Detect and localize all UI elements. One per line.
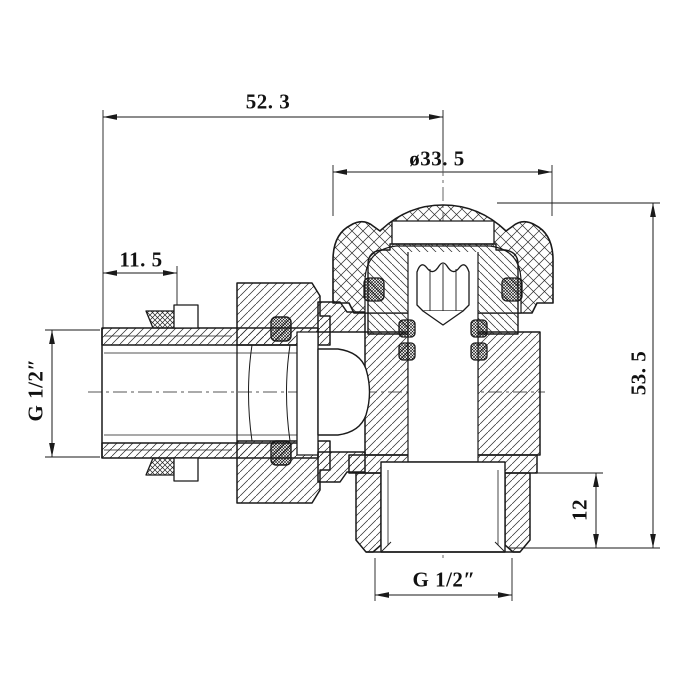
stem-oring-right-1 bbox=[470, 319, 488, 338]
dim-label-hex-height: 12 bbox=[567, 499, 592, 521]
dim-label-overall-width: 52. 3 bbox=[245, 89, 291, 114]
valve-section bbox=[101, 204, 554, 553]
dim-label-overall-height: 53. 5 bbox=[626, 350, 651, 396]
compression-ring bbox=[145, 304, 199, 482]
inlet-nose bbox=[317, 348, 371, 436]
cap-skirt-oring-right bbox=[501, 277, 523, 302]
nut-hex-arc-2 bbox=[286, 344, 291, 442]
outlet-wall-left bbox=[355, 472, 382, 553]
cap-insert bbox=[391, 220, 495, 245]
cap-skirt-oring-left bbox=[363, 277, 385, 302]
outlet-wall-right bbox=[504, 472, 531, 553]
dim-label-outlet-thread: G 1/2″ bbox=[412, 567, 476, 592]
stem-oring-left-1 bbox=[398, 319, 416, 338]
stem-oring-left-2 bbox=[398, 342, 416, 361]
nut-hex-arc-1 bbox=[248, 344, 253, 442]
union-oring-bottom bbox=[270, 440, 292, 466]
dim-label-handwheel-diameter: ø33. 5 bbox=[409, 146, 465, 171]
outlet-chamfer-right bbox=[494, 541, 506, 553]
outlet-chamfer-left bbox=[380, 541, 392, 553]
union-oring-top bbox=[270, 316, 292, 342]
outlet-bore-opening bbox=[380, 461, 506, 553]
dim-label-thread-length: 11. 5 bbox=[119, 247, 163, 272]
valve-stem bbox=[416, 262, 470, 326]
stem-oring-right-2 bbox=[470, 342, 488, 361]
stem-seals bbox=[363, 277, 523, 361]
clip-bottom bbox=[173, 457, 199, 482]
tailpiece-flange bbox=[296, 331, 319, 456]
dim-label-inlet-thread: G 1/2″ bbox=[23, 358, 48, 422]
clip-top bbox=[173, 304, 199, 329]
outlet-bore bbox=[366, 461, 520, 553]
inlet-tailpiece bbox=[101, 327, 319, 459]
dimension-lines bbox=[49, 114, 656, 598]
stem-cone bbox=[422, 310, 464, 326]
union-nut bbox=[236, 282, 331, 504]
